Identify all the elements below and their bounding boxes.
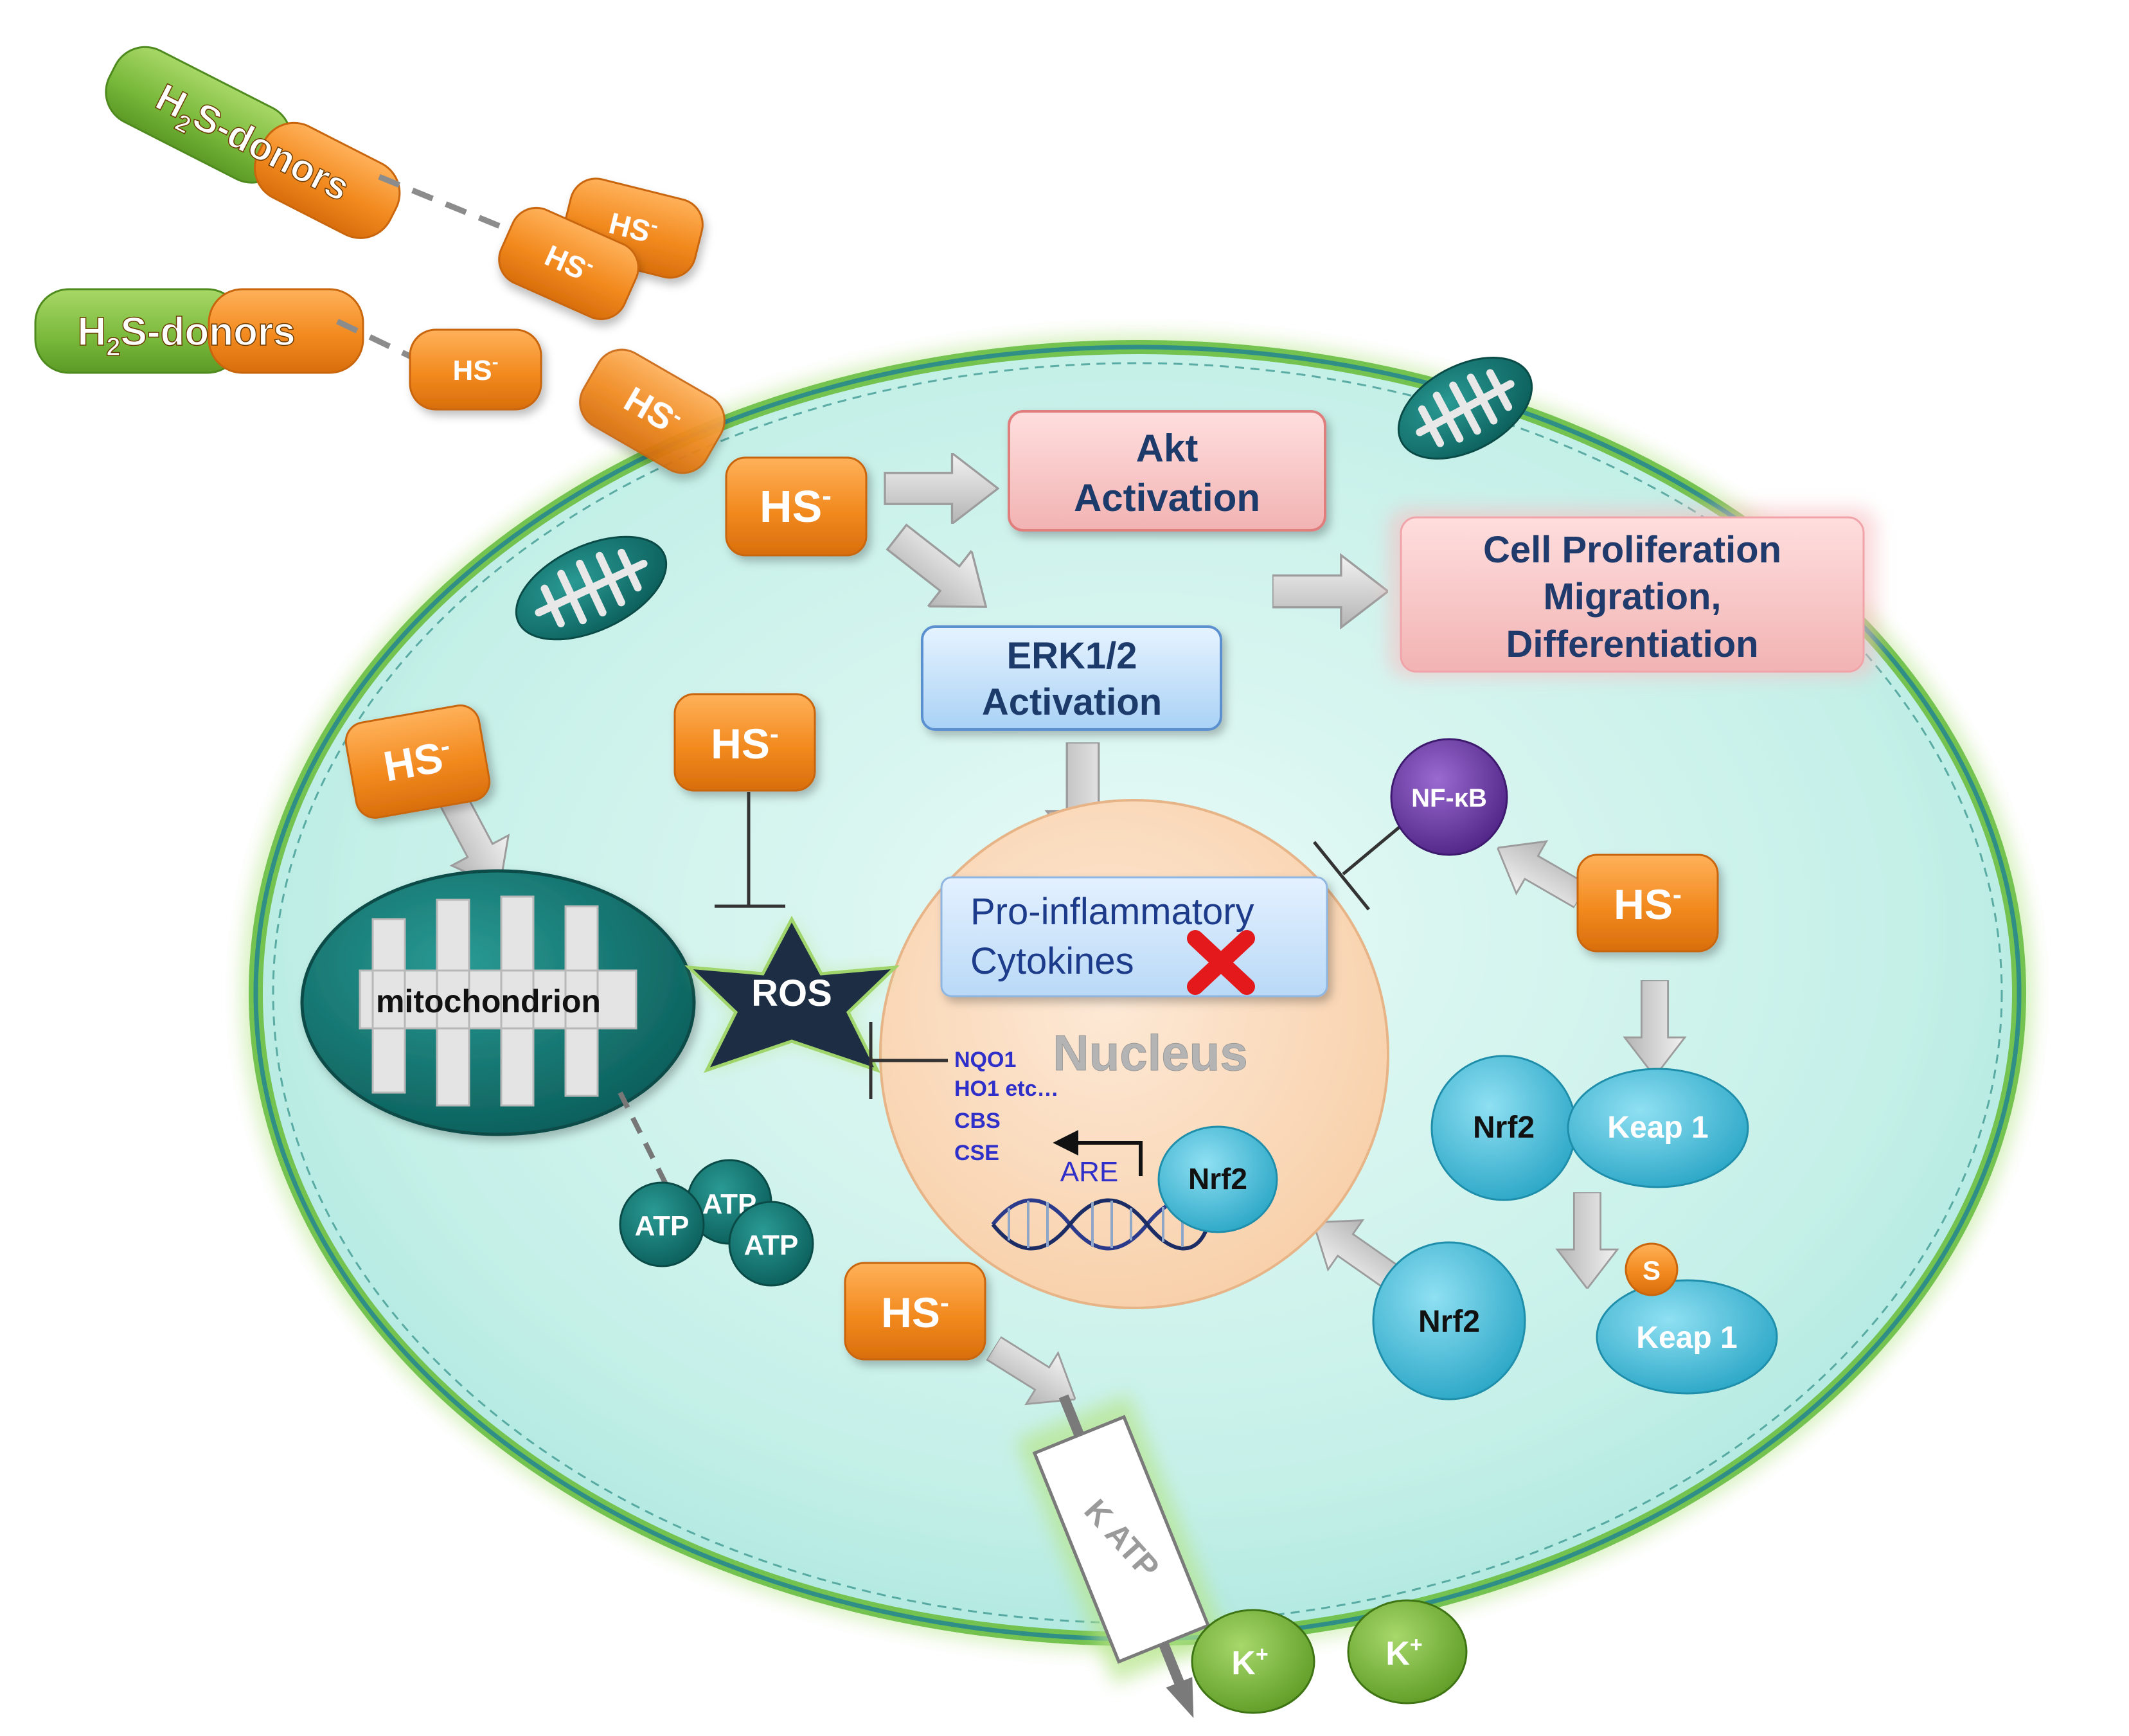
svg-text:Cell Proliferation: Cell Proliferation (1483, 529, 1781, 571)
inhibition-nfkb-cytokines (1313, 825, 1402, 911)
hs-capsule-membrane: HS- (579, 348, 726, 474)
inhibition-x-icon (1187, 930, 1255, 995)
hs-box-katp: HS- (844, 1262, 986, 1361)
svg-text:Differentiation: Differentiation (1506, 623, 1758, 665)
svg-text:Nrf2: Nrf2 (1188, 1162, 1247, 1195)
svg-text:HS-: HS- (760, 480, 832, 532)
hs-box-ros: HS- (673, 693, 816, 792)
dna-helix-icon (991, 1198, 1210, 1251)
gene-cse: CSE (954, 1141, 999, 1165)
gene-ho1: HO1 etc… (954, 1077, 1059, 1101)
svg-text:Keap 1: Keap 1 (1607, 1111, 1708, 1145)
akt-activation-box: Akt Activation (1008, 410, 1326, 532)
release-lines (336, 174, 522, 363)
potassium-ion: K+ (1191, 1609, 1315, 1714)
keap1-sulfhydrated: Keap 1 S (1596, 1242, 1778, 1395)
cytokines-box: Pro-inflammatory Cytokines (940, 876, 1328, 998)
hs-box-mitochondrion: HS- (344, 704, 491, 819)
nrf2-keap1-complex: Nrf2 Keap 1 (1430, 1055, 1749, 1201)
katp-channel: K ATP (1015, 1394, 1227, 1719)
svg-text:K+: K+ (1231, 1642, 1268, 1682)
gene-nqo1: NQO1 (954, 1048, 1016, 1072)
svg-text:Pro-inflammatory: Pro-inflammatory (970, 891, 1254, 933)
svg-text:S: S (1643, 1255, 1661, 1285)
svg-text:Migration,: Migration, (1543, 576, 1721, 618)
nrf2-free: Nrf2 (1372, 1241, 1526, 1400)
mitochondrion-label: mitochondrion (376, 983, 601, 1019)
mitochondrion-cristae (359, 895, 637, 1107)
mitochondrion: mitochondrion (300, 869, 696, 1136)
keap1-bound: Keap 1 (1567, 1068, 1749, 1188)
inhibition-hs-ros (715, 792, 785, 908)
svg-text:Keap 1: Keap 1 (1636, 1321, 1737, 1355)
svg-text:ERK1/2: ERK1/2 (1006, 635, 1137, 677)
hs-box-akt-erk: HS- (725, 456, 868, 557)
small-mitochondrion-top-right (1397, 357, 1533, 460)
atp-molecule: ATP (619, 1181, 705, 1267)
hs-capsule-outside-3: HS- (409, 328, 542, 411)
gene-cbs: CBS (954, 1109, 1001, 1133)
are-label: ARE (1060, 1156, 1118, 1188)
small-mitochondrion-left (515, 535, 668, 641)
svg-text:Nrf2: Nrf2 (1418, 1305, 1480, 1339)
nucleus-label: Nucleus (1053, 1025, 1247, 1081)
svg-text:HS-: HS- (881, 1287, 949, 1336)
ros-label: ROS (751, 972, 832, 1014)
svg-text:NF-κB: NF-κB (1411, 784, 1487, 812)
svg-text:Cytokines: Cytokines (970, 940, 1134, 982)
nrf2-nuclear: Nrf2 (1157, 1125, 1278, 1233)
svg-text:HS-: HS- (1614, 879, 1682, 928)
nrf2-bound: Nrf2 (1430, 1055, 1577, 1201)
transcription-arrow (1053, 1130, 1143, 1176)
svg-text:ATP: ATP (635, 1210, 690, 1242)
nfkb-complex: NF-κB (1390, 738, 1508, 856)
gene-list: NQO1 HO1 etc… CBS CSE (954, 1048, 1059, 1165)
hs-box-nrf2: HS- (1576, 854, 1719, 953)
sulfur-marker: S (1625, 1242, 1679, 1296)
atp-cluster: ATP ATP ATP (619, 1159, 814, 1287)
hs-capsule-outside-2: HS- (498, 206, 639, 321)
svg-text:H2S-donors: H2S-donors (77, 310, 295, 361)
svg-text:Activation: Activation (982, 681, 1162, 723)
potassium-ion: K+ (1347, 1599, 1468, 1705)
svg-text:Activation: Activation (1074, 476, 1260, 519)
svg-text:K+: K+ (1385, 1633, 1422, 1672)
donor-capsule-bottom: H2S-donors (34, 288, 364, 374)
svg-text:HS-: HS- (711, 719, 779, 767)
mito-atp-line (618, 1091, 671, 1190)
cell-outcome-box: Cell Proliferation Migration, Differenti… (1388, 508, 1876, 678)
svg-text:Akt: Akt (1136, 427, 1198, 470)
inhibition-genes-ros (869, 1022, 948, 1099)
ros-star: ROS (684, 915, 900, 1073)
erk-activation-box: ERK1/2 Activation (921, 625, 1222, 731)
atp-molecule: ATP (728, 1201, 814, 1287)
donor-capsule-top: H2S-donors (105, 46, 401, 239)
svg-text:Nrf2: Nrf2 (1473, 1111, 1535, 1145)
svg-text:ATP: ATP (744, 1230, 799, 1261)
svg-text:HS-: HS- (452, 352, 498, 386)
